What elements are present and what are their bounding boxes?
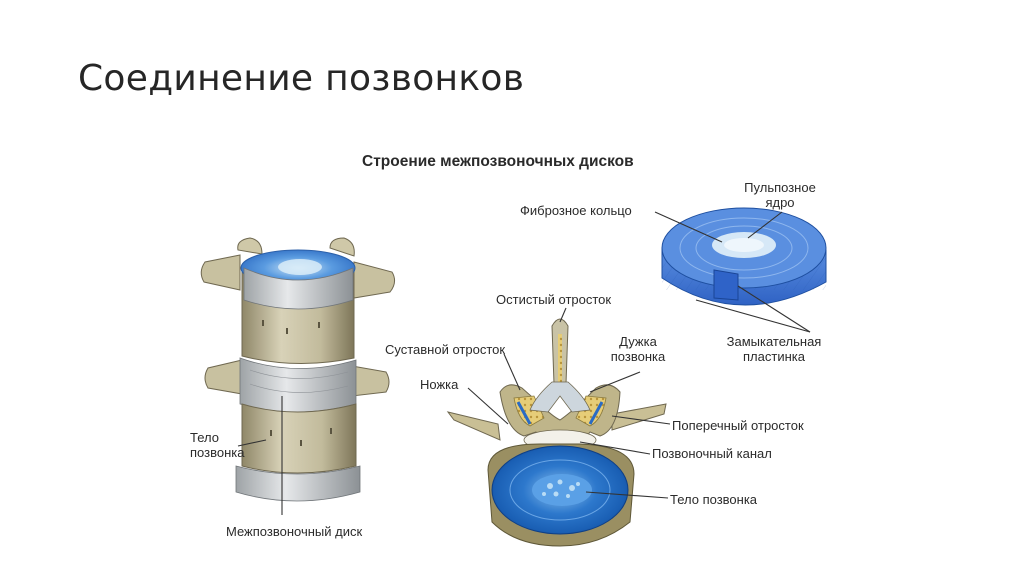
- label-vertebral-body-left: Тело позвонка: [190, 430, 244, 460]
- label-arch-line1: Дужка: [619, 334, 657, 349]
- label-intervertebral-disc: Межпозвоночный диск: [226, 524, 363, 539]
- label-endplate: Замыкательная пластинка: [712, 334, 836, 364]
- label-pedicle: Ножка: [420, 377, 459, 392]
- label-arch-line2: позвонка: [610, 349, 666, 364]
- label-nucleus-line1: Пульпозное: [744, 180, 816, 195]
- label-spinous-process: Остистый отросток: [496, 292, 612, 307]
- leader-lines: [237, 211, 811, 515]
- label-nucleus-pulposus: Пульпозное ядро: [724, 180, 836, 210]
- label-body-left-line1: Тело: [190, 430, 219, 445]
- vertebral-column-illustration: [200, 237, 396, 502]
- label-fibrous-ring: Фиброзное кольцо: [520, 203, 632, 218]
- vertebra-cross-section-illustration: [446, 318, 667, 547]
- slide-title: Соединение позвонков: [78, 58, 525, 99]
- label-vertebral-body-right: Тело позвонка: [670, 492, 758, 507]
- label-articular-process: Суставной отросток: [385, 342, 506, 357]
- label-vertebral-arch: Дужка позвонка: [598, 334, 678, 364]
- figure-title: Строение межпозвоночных дисков: [362, 153, 634, 170]
- label-endplate-line1: Замыкательная: [726, 334, 822, 349]
- label-spinal-canal: Позвоночный канал: [652, 446, 772, 461]
- label-nucleus-line2: ядро: [765, 195, 795, 210]
- label-transverse-process: Поперечный отросток: [672, 418, 804, 433]
- label-body-left-line2: позвонка: [190, 445, 245, 460]
- label-endplate-line2: пластинка: [743, 349, 805, 364]
- disc-3d-illustration: [661, 207, 827, 306]
